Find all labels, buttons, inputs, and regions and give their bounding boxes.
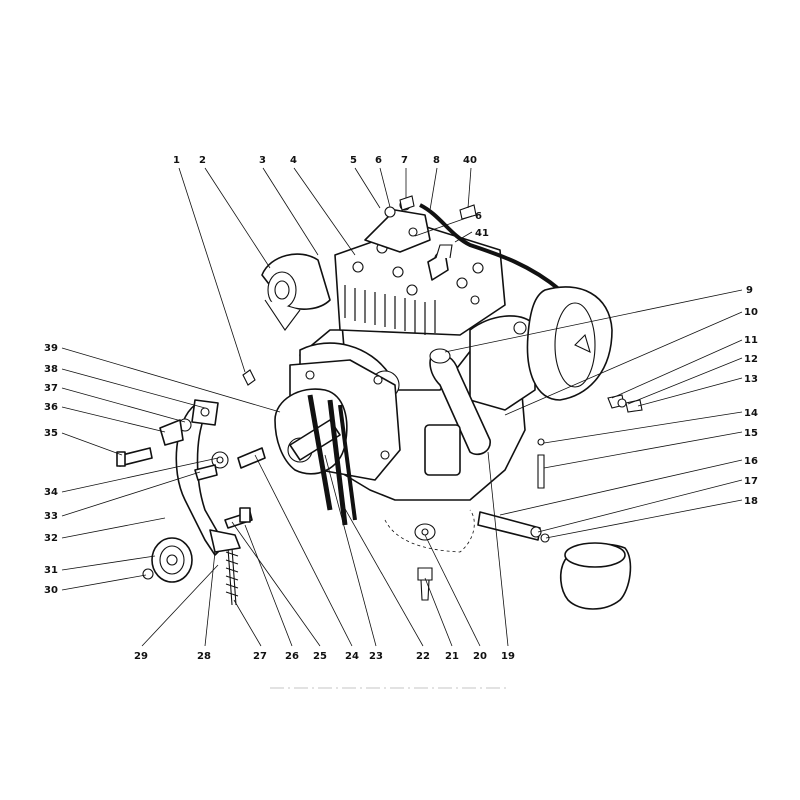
label: 38 (44, 364, 58, 375)
label: 19 (501, 651, 515, 662)
dipstick-cap (559, 542, 632, 610)
label: 34 (44, 487, 58, 498)
label: 1 (173, 155, 180, 166)
label: 37 (44, 383, 58, 394)
label: 29 (134, 651, 148, 662)
label: 6 (375, 155, 382, 166)
label: 30 (44, 585, 58, 596)
label: 26 (285, 651, 299, 662)
labels-left: 39 38 37 36 35 34 33 32 31 30 (44, 343, 58, 596)
label: 31 (44, 565, 58, 576)
label: 3 (259, 155, 266, 166)
right-small-parts (399, 195, 643, 601)
label: 22 (416, 651, 430, 662)
label: 13 (744, 374, 758, 385)
label: 6 (475, 211, 482, 222)
label: 40 (463, 155, 477, 166)
label: 27 (253, 651, 267, 662)
label: 21 (445, 651, 459, 662)
label: 4 (290, 155, 297, 166)
label: 39 (44, 343, 58, 354)
label: 5 (350, 155, 357, 166)
label: 15 (744, 428, 758, 439)
label: 17 (744, 476, 758, 487)
labels-top: 1 2 3 4 5 6 7 8 40 6 41 (173, 155, 489, 239)
label: 10 (744, 307, 758, 318)
label: 33 (44, 511, 58, 522)
label: 41 (475, 228, 489, 239)
label: 35 (44, 428, 58, 439)
label: 11 (744, 335, 758, 346)
label: 8 (433, 155, 440, 166)
fan-pulley-assembly (274, 388, 357, 526)
label: 20 (473, 651, 487, 662)
label: 16 (744, 456, 758, 467)
label: 24 (345, 651, 359, 662)
label: 32 (44, 533, 58, 544)
label: 12 (744, 354, 758, 365)
leader-lines (61, 167, 743, 647)
tensioner-parts (116, 369, 266, 606)
label: 7 (401, 155, 408, 166)
label: 23 (369, 651, 383, 662)
label: 14 (744, 408, 758, 419)
label: 18 (744, 496, 758, 507)
labels-right: 9 10 11 12 13 14 15 16 17 18 (744, 285, 758, 507)
label: 36 (44, 402, 58, 413)
label: 28 (197, 651, 211, 662)
label: 25 (313, 651, 327, 662)
labels-bottom: 29 28 27 26 25 24 23 22 21 20 19 (134, 651, 515, 662)
engine-block (261, 199, 613, 553)
label: 9 (746, 285, 753, 296)
label: 2 (199, 155, 206, 166)
